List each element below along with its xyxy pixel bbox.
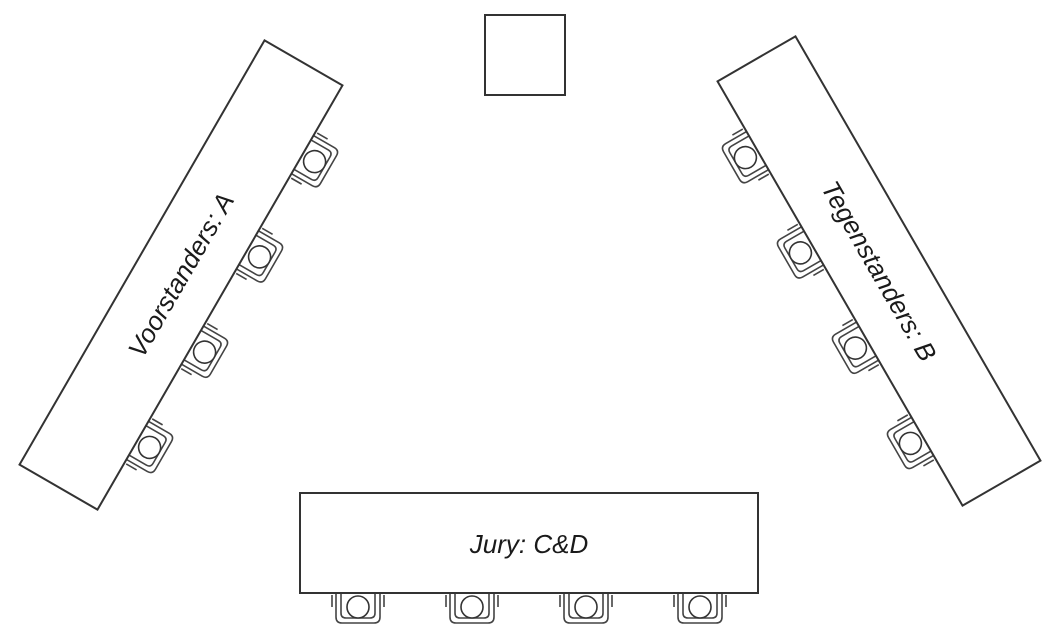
podium xyxy=(484,14,566,96)
chair-group-left xyxy=(125,132,339,474)
chair xyxy=(445,593,499,624)
chair xyxy=(331,593,385,624)
chair xyxy=(673,593,727,624)
chair xyxy=(125,418,174,474)
chair xyxy=(776,223,825,279)
table-surface xyxy=(716,34,1042,508)
chair xyxy=(721,128,770,184)
table-jury: Jury: C&D xyxy=(299,492,759,624)
chair xyxy=(831,318,880,375)
chair xyxy=(235,227,284,283)
table-surface xyxy=(299,492,759,594)
table-tegenstanders: Tegenstanders: B xyxy=(716,34,1042,508)
chair xyxy=(886,414,935,470)
chair-group-right xyxy=(721,128,935,470)
chair-group-bottom xyxy=(331,593,727,624)
table-label-jury: Jury: C&D xyxy=(469,529,588,559)
table-voorstanders: Voorstanders: A xyxy=(18,38,344,512)
chair xyxy=(290,132,339,188)
chair xyxy=(559,593,613,624)
chair xyxy=(180,322,229,379)
table-surface xyxy=(18,38,344,512)
